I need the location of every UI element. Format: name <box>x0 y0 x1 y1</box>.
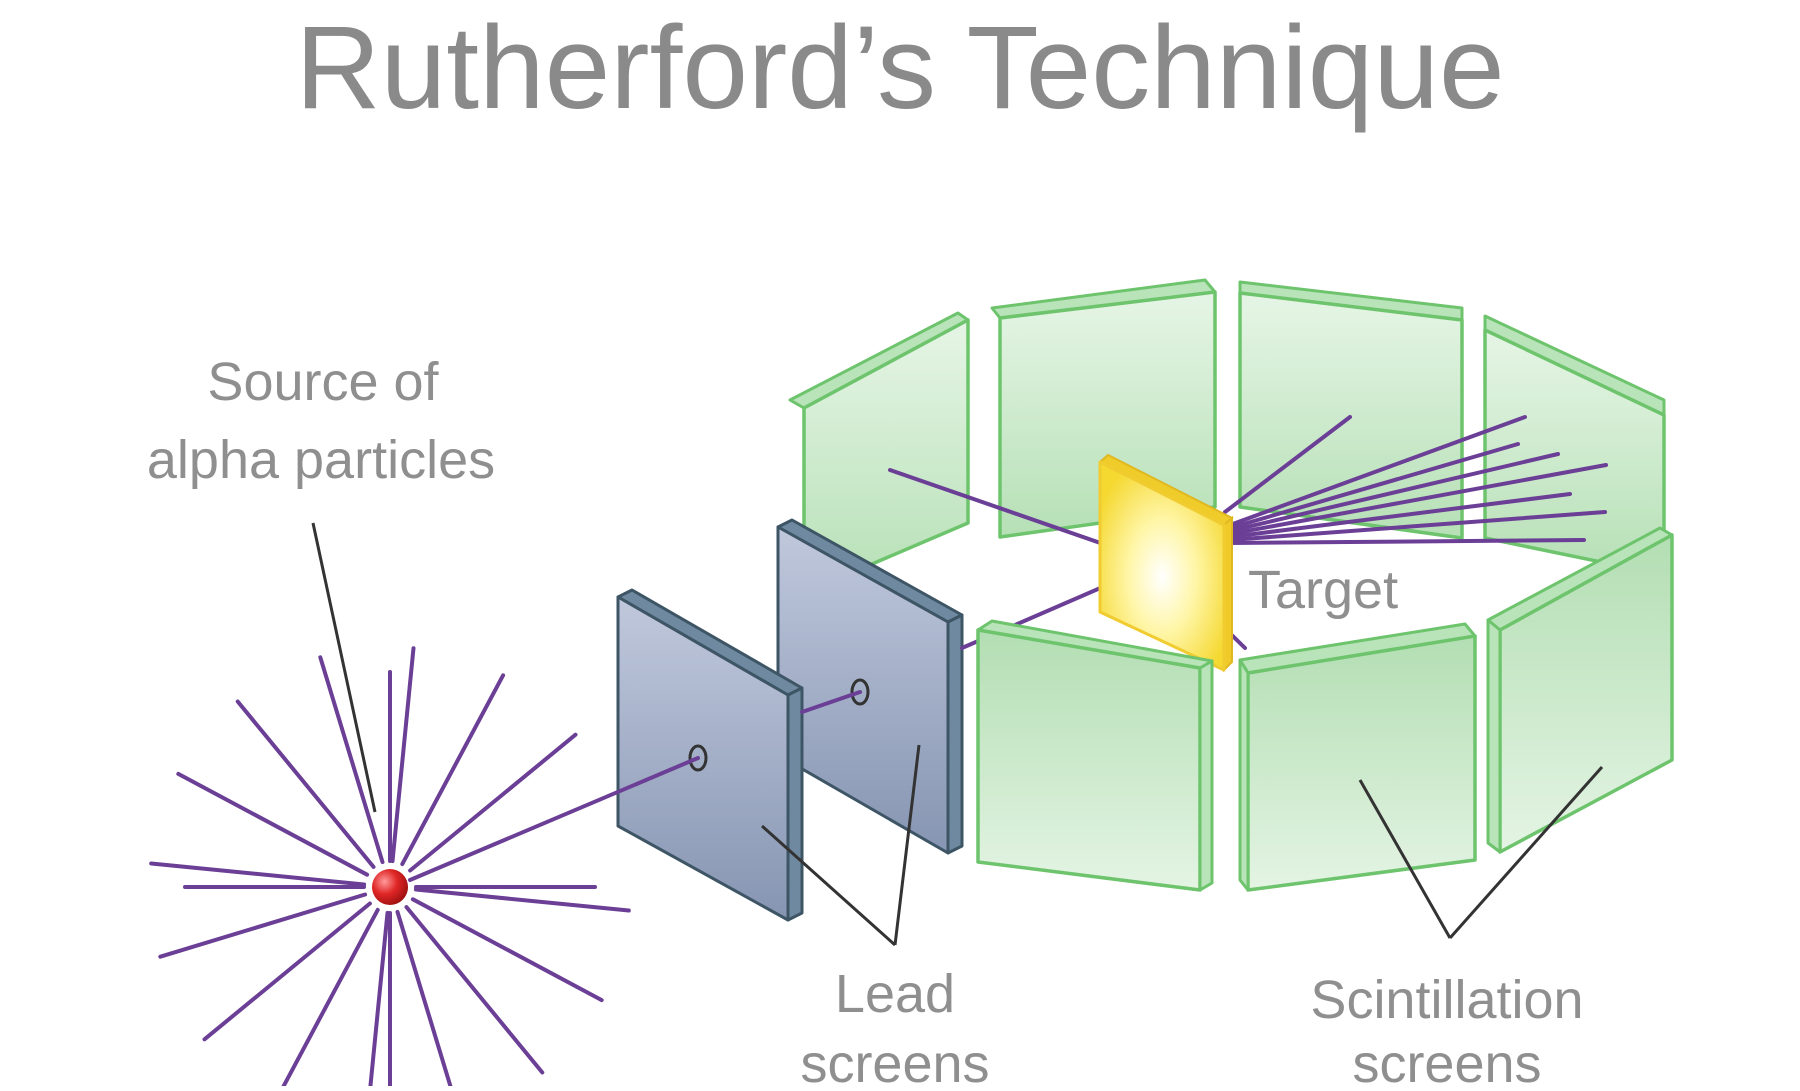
alpha-source-starburst <box>149 646 631 1091</box>
source-label: Source of alpha particles <box>147 352 495 490</box>
target-label: Target <box>1248 560 1398 620</box>
scintillation-screen <box>976 619 1214 892</box>
lead-screen-hole <box>850 678 870 706</box>
beam-segment <box>408 756 700 882</box>
label-pointers <box>311 522 1604 947</box>
lead-label-line-2: screens <box>800 1034 989 1086</box>
starburst-ray <box>176 771 370 877</box>
lead-screen-back <box>776 518 964 855</box>
beam-segment <box>800 690 862 714</box>
starburst-ray <box>235 699 376 869</box>
source-pointer <box>311 522 377 813</box>
scintillation-screens-front <box>976 526 1674 892</box>
scattered-rays <box>888 415 1608 650</box>
alpha-source-particle <box>372 869 408 905</box>
scintillation-pointer <box>1448 766 1604 939</box>
scintillation-label-line-2: screens <box>1352 1034 1541 1086</box>
lead-label-line-1: Lead <box>835 964 955 1024</box>
target-foil <box>1098 453 1234 673</box>
scattered-ray <box>1228 442 1520 530</box>
lead-screen-hole <box>688 744 708 772</box>
lead-label: Lead screens <box>800 964 989 1091</box>
starburst-ray <box>367 910 390 1091</box>
page-title: Rutherford’s Technique <box>295 2 1504 134</box>
scattered-ray <box>1228 415 1527 527</box>
source-label-line-2: alpha particles <box>147 430 495 490</box>
starburst-ray <box>149 861 367 887</box>
scintillation-pointer <box>1358 779 1452 939</box>
scintillation-screen <box>990 278 1217 539</box>
scintillation-label: Scintillation screens <box>1310 970 1583 1091</box>
starburst-ray <box>400 673 506 867</box>
starburst-ray <box>413 887 631 913</box>
lead-screens <box>616 518 964 922</box>
lead-screen-front <box>616 588 804 922</box>
starburst-ray <box>318 655 385 865</box>
scintillation-screen <box>1238 622 1477 892</box>
scintillation-label-line-1: Scintillation <box>1310 970 1583 1030</box>
scattered-ray <box>1223 415 1352 514</box>
starburst-ray <box>410 897 604 1003</box>
scintillation-screen <box>1483 314 1666 577</box>
starburst-ray <box>158 892 368 959</box>
lead-pointer <box>760 824 897 947</box>
starburst-ray <box>408 732 578 873</box>
scattered-ray <box>1228 538 1586 545</box>
scattered-ray <box>1228 452 1560 533</box>
starburst-ray <box>395 909 454 1091</box>
scattered-ray <box>1228 463 1608 536</box>
lead-pointer <box>893 744 921 946</box>
source-label-line-1: Source of <box>207 352 439 412</box>
scintillation-screen <box>1486 526 1674 854</box>
scintillation-screen <box>1238 280 1464 540</box>
starburst-ray <box>202 901 372 1042</box>
scattered-ray <box>1228 510 1607 542</box>
starburst-ray <box>390 646 416 864</box>
scattered-ray <box>1228 492 1572 539</box>
starburst-ray <box>404 905 545 1075</box>
starburst-ray <box>278 907 380 1091</box>
